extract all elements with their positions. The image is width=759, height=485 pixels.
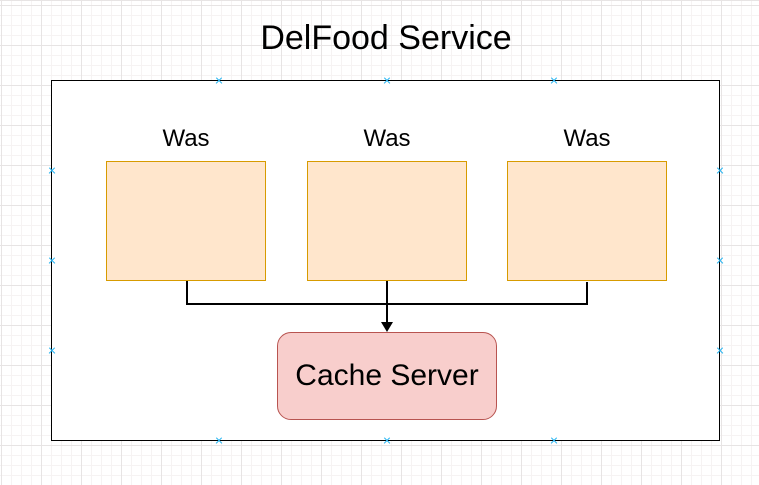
connection-point-icon[interactable] — [550, 437, 557, 444]
connector-line-right-drop[interactable] — [586, 282, 588, 304]
connection-point-icon[interactable] — [383, 77, 390, 84]
was-box-3[interactable] — [507, 161, 667, 281]
connection-point-icon[interactable] — [48, 347, 55, 354]
cache-server-box[interactable]: Cache Server — [277, 332, 497, 420]
connection-point-icon[interactable] — [716, 257, 723, 264]
connection-point-icon[interactable] — [215, 437, 222, 444]
was-box-1[interactable] — [106, 161, 266, 281]
connection-point-icon[interactable] — [215, 77, 222, 84]
connection-point-icon[interactable] — [716, 167, 723, 174]
arrowhead-icon — [381, 322, 393, 332]
was-label-2: Was — [363, 125, 411, 152]
connection-point-icon[interactable] — [383, 437, 390, 444]
was-label-1: Was — [162, 125, 210, 152]
connector-line-left-drop[interactable] — [186, 281, 188, 304]
connection-point-icon[interactable] — [48, 167, 55, 174]
diagram-title[interactable]: DelFood Service — [260, 19, 512, 57]
connection-point-icon[interactable] — [48, 257, 55, 264]
was-label-3: Was — [563, 125, 611, 152]
connection-point-icon[interactable] — [550, 77, 557, 84]
connection-point-icon[interactable] — [716, 347, 723, 354]
was-box-2[interactable] — [307, 161, 467, 281]
connector-line-center-drop[interactable] — [386, 281, 388, 323]
cache-server-label: Cache Server — [295, 359, 479, 392]
